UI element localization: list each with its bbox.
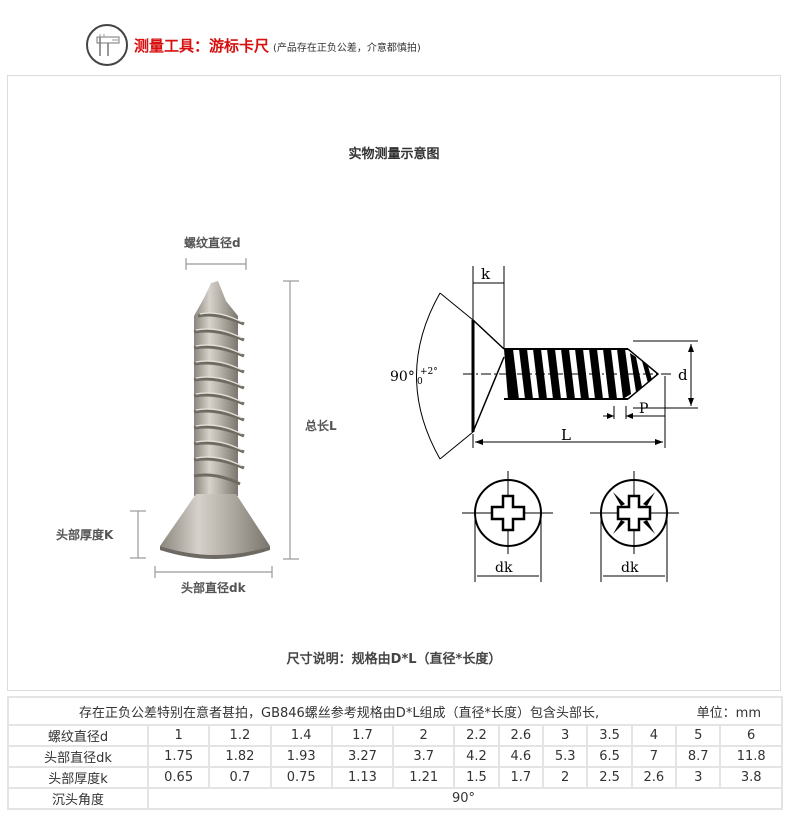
caliper-icon <box>86 24 128 66</box>
table-cell: 6 <box>721 726 781 745</box>
table-cell: 0.75 <box>271 768 331 787</box>
header-note: (产品存在正负公差，介意都慎拍) <box>273 42 421 54</box>
header: 测量工具：游标卡尺 (产品存在正负公差，介意都慎拍) <box>86 23 421 67</box>
table-unit: 单位：mm <box>696 705 761 721</box>
table-cell: 3.27 <box>332 747 393 766</box>
label-head-thickness: 头部厚度K <box>56 528 114 542</box>
table-cell: 11.8 <box>721 747 781 766</box>
spec-table: 存在正负公差特别在意者甚拍，GB846螺丝参考规格由D*L组成（直径*长度）包含… <box>7 696 783 810</box>
row-label: 沉头角度 <box>9 789 147 808</box>
table-cell: 5 <box>677 726 720 745</box>
head-view-cross <box>462 471 553 582</box>
table-cell: 0.7 <box>210 768 270 787</box>
label-angle: 90° <box>390 369 415 385</box>
angle-value-cell: 90° <box>149 789 781 808</box>
table-cell: 1.75 <box>149 747 209 766</box>
label-dk-left: dk <box>495 560 513 576</box>
technical-drawing: k 90° +2° 0 d P L <box>390 265 698 582</box>
table-cell: 4.6 <box>499 747 543 766</box>
table-cell: 1.82 <box>210 747 270 766</box>
label-dk-right: dk <box>621 560 639 576</box>
table-cell: 1.4 <box>271 726 331 745</box>
table-cell: 3.5 <box>588 726 631 745</box>
label-k: k <box>481 265 491 283</box>
table-cell: 2 <box>394 726 454 745</box>
label-p: P <box>639 401 648 417</box>
table-cell: 4.2 <box>455 747 498 766</box>
screw-photo-illustration <box>130 258 299 578</box>
photo-dimension-lines <box>130 258 299 578</box>
table-cell: 2.2 <box>455 726 498 745</box>
table-cell: 4 <box>632 726 676 745</box>
header-title: 测量工具：游标卡尺 <box>134 36 270 55</box>
screw-photo <box>160 281 270 559</box>
table-cell: 8.7 <box>677 747 720 766</box>
table-cell: 1.7 <box>332 726 393 745</box>
table-cell: 1.2 <box>210 726 270 745</box>
table-cell: 2.6 <box>632 768 676 787</box>
label-angle-tol-lower: 0 <box>417 377 423 387</box>
table-cell: 3 <box>677 768 720 787</box>
size-caption: 尺寸说明：规格由D*L（直径*长度） <box>286 652 502 667</box>
table-cell: 1.21 <box>394 768 454 787</box>
table-cell: 1.93 <box>271 747 331 766</box>
table-cell: 3.8 <box>721 768 781 787</box>
label-total-length: 总长L <box>305 419 337 433</box>
table-cell: 2.6 <box>499 726 543 745</box>
row-label: 头部厚度k <box>9 768 147 787</box>
row-label: 头部直径dk <box>9 747 147 766</box>
panel-title: 实物测量示意图 <box>348 147 440 162</box>
table-cell: 3.7 <box>394 747 454 766</box>
angle-arc <box>416 292 441 460</box>
label-head-diameter: 头部直径dk <box>181 581 246 595</box>
label-d: d <box>678 366 688 384</box>
table-cell: 1.13 <box>332 768 393 787</box>
row-label: 螺纹直径d <box>9 726 147 745</box>
thread-stripes <box>504 349 652 399</box>
label-thread-diameter: 螺纹直径d <box>184 236 241 250</box>
table-cell: 0.65 <box>149 768 209 787</box>
screw-head-outline <box>472 320 505 433</box>
table-cell: 1 <box>149 726 209 745</box>
table-cell: 7 <box>632 747 676 766</box>
head-view-pozidriv <box>590 471 679 582</box>
label-angle-tol-upper: +2° <box>420 367 438 377</box>
table-cell: 6.5 <box>588 747 631 766</box>
table-cell: 2 <box>544 768 587 787</box>
table-cell: 2.5 <box>588 768 631 787</box>
measurement-panel: 实物测量示意图 螺纹直径d 总长L 头部厚度K 头部直径dk <box>7 75 781 691</box>
table-note-row: 存在正负公差特别在意者甚拍，GB846螺丝参考规格由D*L组成（直径*长度）包含… <box>9 698 781 724</box>
label-l: L <box>561 426 571 444</box>
table-cell: 3 <box>544 726 587 745</box>
table-cell: 1.5 <box>455 768 498 787</box>
table-cell: 5.3 <box>544 747 587 766</box>
table-note: 存在正负公差特别在意者甚拍，GB846螺丝参考规格由D*L组成（直径*长度）包含… <box>79 705 600 721</box>
table-cell: 1.7 <box>499 768 543 787</box>
